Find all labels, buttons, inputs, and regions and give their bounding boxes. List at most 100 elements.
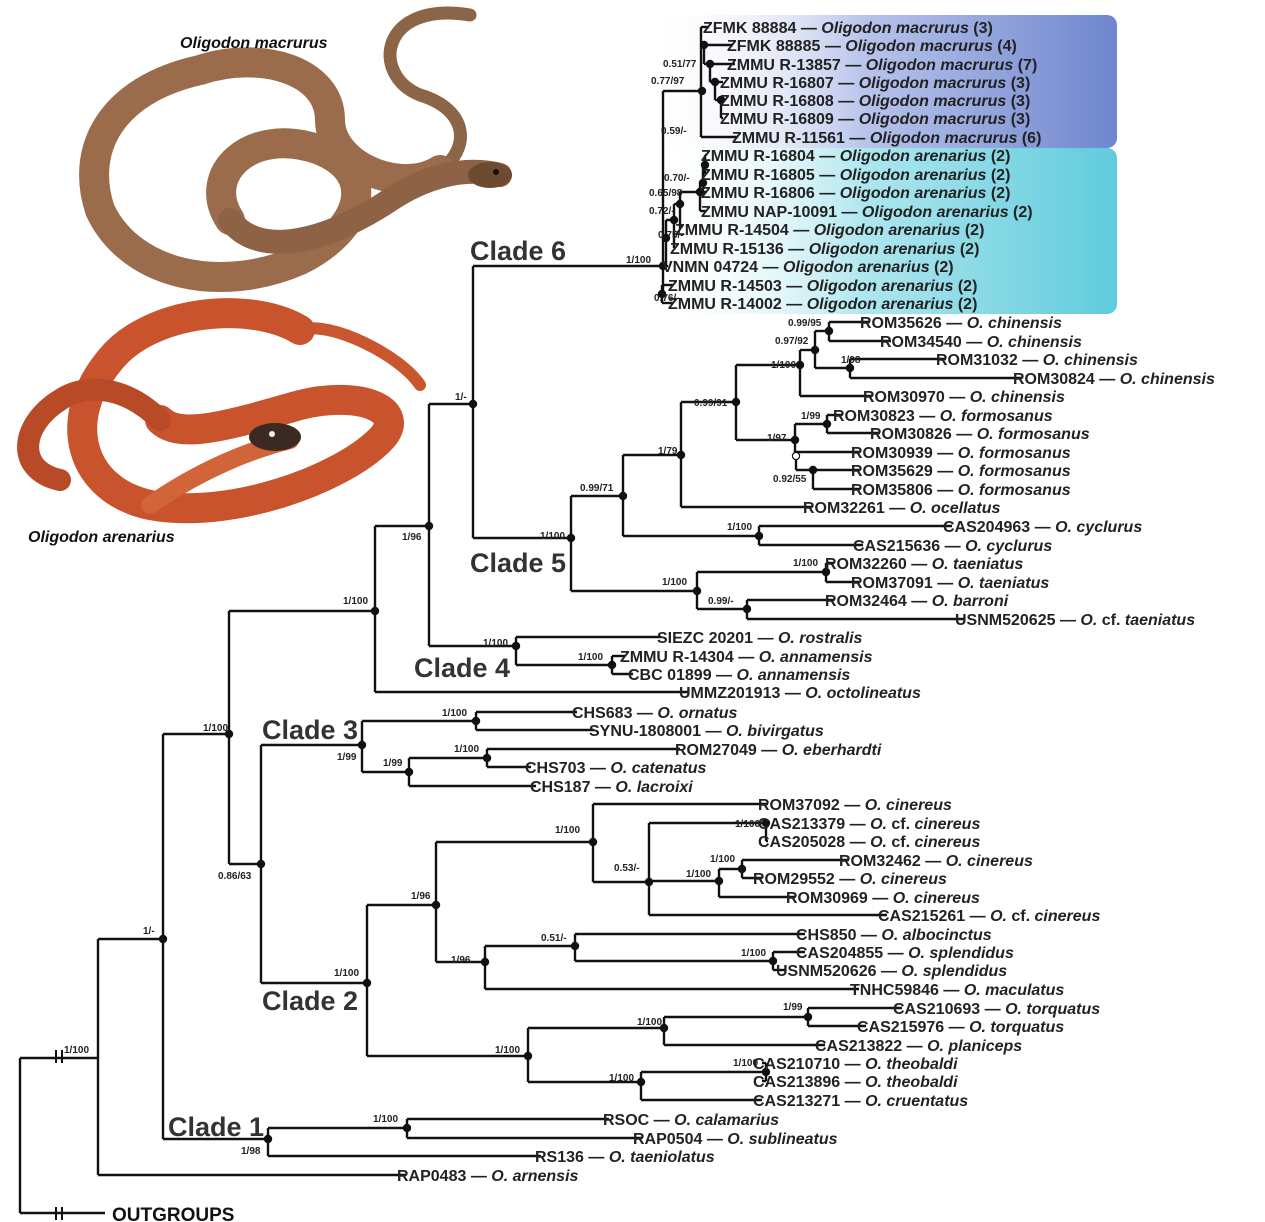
node-marker <box>693 587 700 594</box>
tip-label: ZMMU R-16807 — Oligodon macrurus (3) <box>720 75 1030 92</box>
node-marker <box>257 860 264 867</box>
support-value: 1/100 <box>555 825 580 836</box>
support-value: 1/100 <box>609 1073 634 1084</box>
support-value: 1/100 <box>373 1114 398 1125</box>
support-value: 1/96 <box>402 532 422 543</box>
support-value: 0.99/91 <box>694 398 728 409</box>
tip-label: ZMMU R-16808 — Oligodon macrurus (3) <box>720 93 1030 110</box>
tip-label: ZMMU R-11561 — Oligodon macrurus (6) <box>732 130 1041 147</box>
support-value: 0.92/55 <box>773 474 807 485</box>
support-value: 0.72/- <box>649 206 675 217</box>
tip-label: TNHC59846 — O. maculatus <box>850 982 1064 999</box>
node-marker <box>823 420 830 427</box>
support-value: 0.53/- <box>614 863 640 874</box>
support-value: 1/96 <box>411 891 431 902</box>
support-value: 0.99/71 <box>580 483 614 494</box>
tip-label: ZMMU R-14504 — Oligodon arenarius (2) <box>675 222 984 239</box>
tip-label: CAS213896 — O. theobaldi <box>753 1074 958 1091</box>
tip-label: CAS204855 — O. splendidus <box>796 945 1014 962</box>
node-marker <box>711 78 718 85</box>
tip-label: CBC 01899 — O. annamensis <box>628 667 850 684</box>
tip-label: ROM32260 — O. taeniatus <box>825 556 1023 573</box>
tip-label: ZMMU R-14304 — O. annamensis <box>620 649 873 666</box>
node-marker <box>706 60 713 67</box>
node-marker <box>512 642 519 649</box>
support-value: 0.51/- <box>541 933 567 944</box>
node-marker <box>608 661 615 668</box>
tip-label: ROM32464 — O. barroni <box>825 593 1009 610</box>
support-value: 1/98 <box>241 1146 261 1157</box>
support-value: 1/100 <box>686 869 711 880</box>
tip-label: ZMMU NAP-10091 — Oligodon arenarius (2) <box>701 204 1033 221</box>
node-marker <box>405 768 412 775</box>
node-marker <box>809 466 816 473</box>
node-marker <box>677 451 684 458</box>
node-marker <box>472 717 479 724</box>
tip-label: RS136 — O. taeniolatus <box>535 1149 715 1166</box>
support-value: 0.99/95 <box>788 318 822 329</box>
tip-label: VNMN 04724 — Oligodon arenarius (2) <box>662 259 954 276</box>
support-value: 1/100 <box>483 638 508 649</box>
oligodon-arenarius-photo: Oligodon arenarius <box>28 313 420 546</box>
support-value: 0.77/97 <box>651 76 685 87</box>
tip-label: CAS210710 — O. theobaldi <box>753 1056 958 1073</box>
tip-label: CHS683 — O. ornatus <box>572 705 737 722</box>
photo-caption-macrurus: Oligodon macrurus <box>180 35 328 52</box>
support-value: 1/100 <box>662 577 687 588</box>
tip-label: ROM37092 — O. cinereus <box>758 797 952 814</box>
tip-label: ROM32462 — O. cinereus <box>839 853 1033 870</box>
clade-4-label: Clade 4 <box>414 653 510 683</box>
node-marker <box>567 534 574 541</box>
support-value: 0.51/77 <box>663 59 697 70</box>
tip-label: SYNU-1808001 — O. bivirgatus <box>589 723 824 740</box>
tip-label: ZMMU R-16805 — Oligodon arenarius (2) <box>701 167 1010 184</box>
node-marker <box>524 1052 531 1059</box>
tip-label: ROM30823 — O. formosanus <box>833 408 1053 425</box>
tip-label: ROM31032 — O. chinensis <box>936 352 1138 369</box>
support-value: 1/100 <box>710 854 735 865</box>
support-value: 1/100 <box>540 531 565 542</box>
support-value: 1/100 <box>64 1045 89 1056</box>
support-value: 0.65/98 <box>649 188 683 199</box>
support-value: 1/100 <box>793 558 818 569</box>
support-value: 0.99/- <box>708 596 734 607</box>
tip-label: ROM27049 — O. eberhardti <box>675 742 882 759</box>
tip-label: ROM34540 — O. chinensis <box>880 334 1082 351</box>
node-marker <box>700 41 707 48</box>
clade-3-label: Clade 3 <box>262 715 358 745</box>
support-value: 1/100 <box>495 1045 520 1056</box>
tip-label: ZMMU R-16804 — Oligodon arenarius (2) <box>701 148 1010 165</box>
support-value: 1/99 <box>383 758 403 769</box>
clade-2-label: Clade 2 <box>262 986 358 1016</box>
support-value: 1/100 <box>442 708 467 719</box>
tip-label: SIEZC 20201 — O. rostralis <box>657 630 863 647</box>
tip-label: RAP0483 — O. arnensis <box>397 1168 579 1185</box>
tip-label: ZFMK 88885 — Oligodon macrurus (4) <box>727 38 1017 55</box>
tip-label: CAS215261 — O. cf. cinereus <box>878 908 1100 925</box>
tip-label: USNM520626 — O. splendidus <box>776 963 1007 980</box>
support-value: 1/100 <box>735 819 760 830</box>
node-marker <box>743 605 750 612</box>
clade-5-label: Clade 5 <box>470 548 566 578</box>
node-marker <box>425 522 432 529</box>
node-marker <box>825 327 832 334</box>
tip-label: ROM30939 — O. formosanus <box>851 445 1071 462</box>
node-marker <box>637 1078 644 1085</box>
support-value: 1/96 <box>451 955 471 966</box>
tip-label: CAS215636 — O. cyclurus <box>853 538 1052 555</box>
support-value: 1/100 <box>771 360 796 371</box>
clade-1-label: Clade 1 <box>168 1112 264 1142</box>
node-marker <box>755 532 762 539</box>
node-marker <box>403 1124 410 1131</box>
tip-label: ZMMU R-16809 — Oligodon macrurus (3) <box>720 111 1030 128</box>
tip-label: ZMMU R-15136 — Oligodon arenarius (2) <box>670 241 979 258</box>
node-marker <box>804 1013 811 1020</box>
tip-label: CAS210693 — O. torquatus <box>893 1001 1100 1018</box>
node-marker <box>715 877 722 884</box>
support-value: 1/99 <box>783 1002 803 1013</box>
support-value: 1/100 <box>343 596 368 607</box>
support-value: 1/100 <box>727 522 752 533</box>
node-marker <box>732 398 739 405</box>
tip-label: CHS703 — O. catenatus <box>525 760 707 777</box>
node-marker <box>791 436 798 443</box>
